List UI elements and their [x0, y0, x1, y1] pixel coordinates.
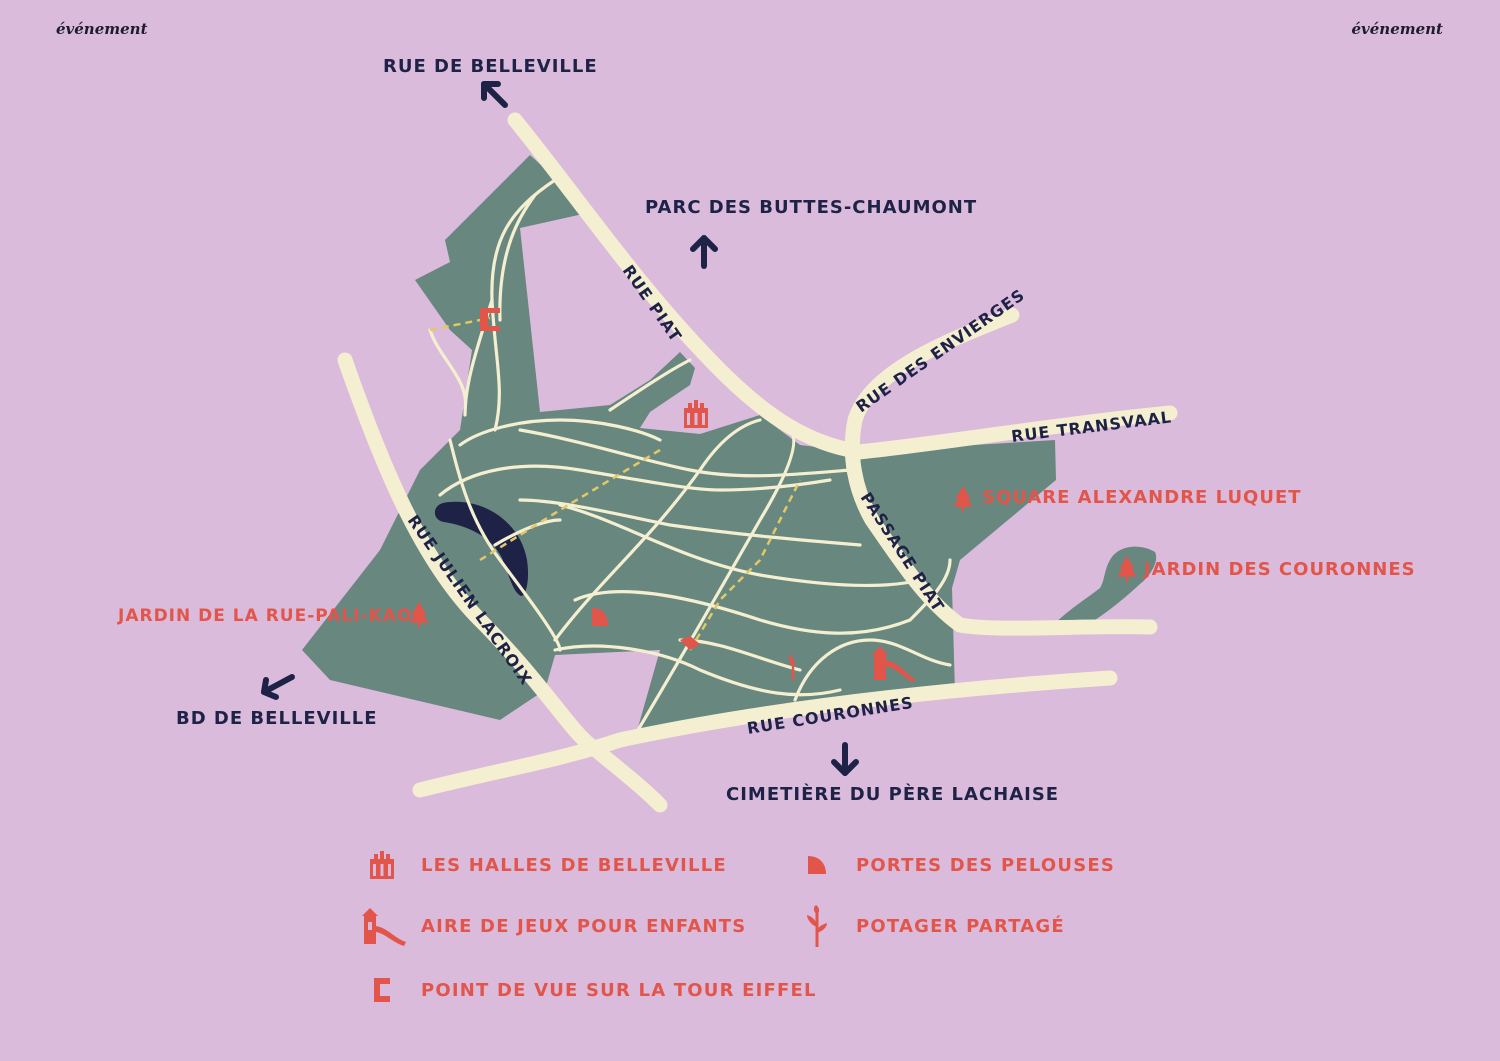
viewpoint-bracket-icon — [365, 970, 399, 1010]
legend-item-tour-eiffel: POINT DE VUE SUR LA TOUR EIFFEL — [365, 970, 817, 1010]
label-rue-transvaal: RUE TRANSVAAL — [1010, 407, 1173, 446]
arrow-bd-de-belleville-icon — [261, 674, 295, 700]
garden-marker-icon — [789, 654, 795, 680]
label-bd-de-belleville: BD DE BELLEVILLE — [176, 708, 378, 729]
label-square-alexandre-luquet: SQUARE ALEXANDRE LUQUET — [982, 487, 1302, 508]
label-jardin-rue-pali-kao: JARDIN DE LA RUE-PALI-KAO — [117, 606, 412, 626]
streets — [337, 112, 1178, 813]
header-tag-right: événement — [1351, 20, 1443, 38]
playground-marker-icon — [872, 646, 916, 682]
legend-label: POTAGER PARTAGÉ — [856, 915, 1065, 937]
label-jardin-des-couronnes: JARDIN DES COURONNES — [1142, 559, 1416, 580]
legend-label: PORTES DES PELOUSES — [856, 854, 1116, 876]
legend-label: POINT DE VUE SUR LA TOUR EIFFEL — [421, 979, 817, 1001]
legend-item-portes: PORTES DES PELOUSES — [800, 845, 1115, 885]
lawn-gate-marker-icon-2 — [680, 636, 700, 650]
market-hall-icon — [365, 845, 399, 885]
label-parc-buttes-chaumont: PARC DES BUTTES-CHAUMONT — [645, 197, 977, 218]
label-rue-de-belleville: RUE DE BELLEVILLE — [383, 56, 598, 77]
header-tag-left: événement — [56, 20, 148, 38]
legend-item-potager: POTAGER PARTAGÉ — [800, 905, 1065, 947]
arrow-cimetiere-icon — [831, 742, 859, 776]
lawn-gate-marker-icon — [592, 608, 608, 626]
legend-item-jeux: AIRE DE JEUX POUR ENFANTS — [359, 906, 746, 946]
market-hall-marker-icon — [684, 400, 708, 428]
park-area — [302, 155, 1157, 738]
plant-sprout-icon — [800, 905, 834, 947]
jardin-des-couronnes-area — [1050, 546, 1157, 631]
label-rue-des-envierges: RUE DES ENVIERGES — [852, 285, 1028, 416]
park-paths — [428, 178, 952, 737]
pond — [434, 501, 529, 596]
direction-arrows — [261, 81, 859, 776]
lawn-gate-icon — [800, 845, 834, 885]
playground-slide-icon — [359, 906, 407, 946]
label-cimetiere: CIMETIÈRE DU PÈRE LACHAISE — [726, 783, 1059, 805]
viewpoint-marker-icon — [480, 308, 500, 331]
legend-label: AIRE DE JEUX POUR ENFANTS — [421, 915, 747, 937]
legend-item-halles: LES HALLES DE BELLEVILLE — [365, 845, 727, 885]
legend-label: LES HALLES DE BELLEVILLE — [421, 854, 727, 876]
arrow-rue-de-belleville-icon — [481, 81, 508, 108]
label-rue-piat: RUE PIAT — [619, 261, 686, 345]
arrow-parc-buttes-chaumont-icon — [690, 235, 718, 269]
